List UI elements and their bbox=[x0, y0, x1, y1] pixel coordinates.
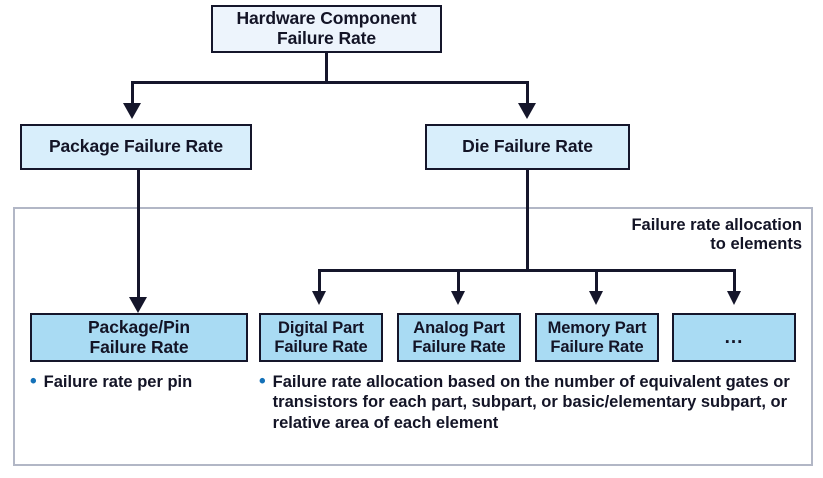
connector-die-trunk bbox=[526, 170, 529, 271]
arrowhead-digital-part bbox=[312, 291, 326, 305]
node-package-failure-rate[interactable]: Package Failure Rate bbox=[20, 124, 252, 170]
node-hardware-component-failure-rate[interactable]: Hardware Component Failure Rate bbox=[211, 5, 442, 53]
node-die-failure-rate[interactable]: Die Failure Rate bbox=[425, 124, 630, 170]
node-package-pin-failure-rate[interactable]: Package/Pin Failure Rate bbox=[30, 313, 248, 362]
bullet-icon: • bbox=[259, 371, 266, 392]
connector-die-bus bbox=[318, 269, 735, 272]
note-text: Failure rate allocation based on the num… bbox=[272, 373, 790, 432]
arrowhead-memory-part bbox=[589, 291, 603, 305]
connector-root-to-package bbox=[131, 81, 134, 105]
node-analog-part-failure-rate[interactable]: Analog Part Failure Rate bbox=[397, 313, 521, 362]
failure-rate-allocation-group bbox=[13, 207, 813, 466]
connector-die-to-analog bbox=[457, 269, 460, 293]
connector-die-to-more bbox=[733, 269, 736, 293]
bullet-icon: • bbox=[30, 371, 37, 392]
arrowhead-analog-part bbox=[451, 291, 465, 305]
connector-die-to-digital bbox=[318, 269, 321, 293]
arrowhead-more bbox=[727, 291, 741, 305]
arrowhead-package-pin bbox=[129, 297, 147, 313]
note-die-failure-rate-allocation: • Failure rate allocation based on the n… bbox=[259, 372, 799, 433]
group-label: Failure rate allocation to elements bbox=[631, 216, 802, 254]
note-text: Failure rate per pin bbox=[43, 373, 193, 391]
node-memory-part-failure-rate[interactable]: Memory Part Failure Rate bbox=[535, 313, 659, 362]
arrowhead-package bbox=[123, 103, 141, 119]
connector-root-bus bbox=[131, 81, 528, 84]
connector-die-to-memory bbox=[595, 269, 598, 293]
connector-package-to-pin bbox=[137, 170, 140, 299]
arrowhead-die bbox=[518, 103, 536, 119]
connector-root-to-die bbox=[526, 81, 529, 105]
connector-root-trunk bbox=[325, 53, 328, 83]
node-more-parts[interactable]: ... bbox=[672, 313, 796, 362]
node-digital-part-failure-rate[interactable]: Digital Part Failure Rate bbox=[259, 313, 383, 362]
note-package-failure-rate-per-pin: • Failure rate per pin bbox=[30, 372, 250, 392]
